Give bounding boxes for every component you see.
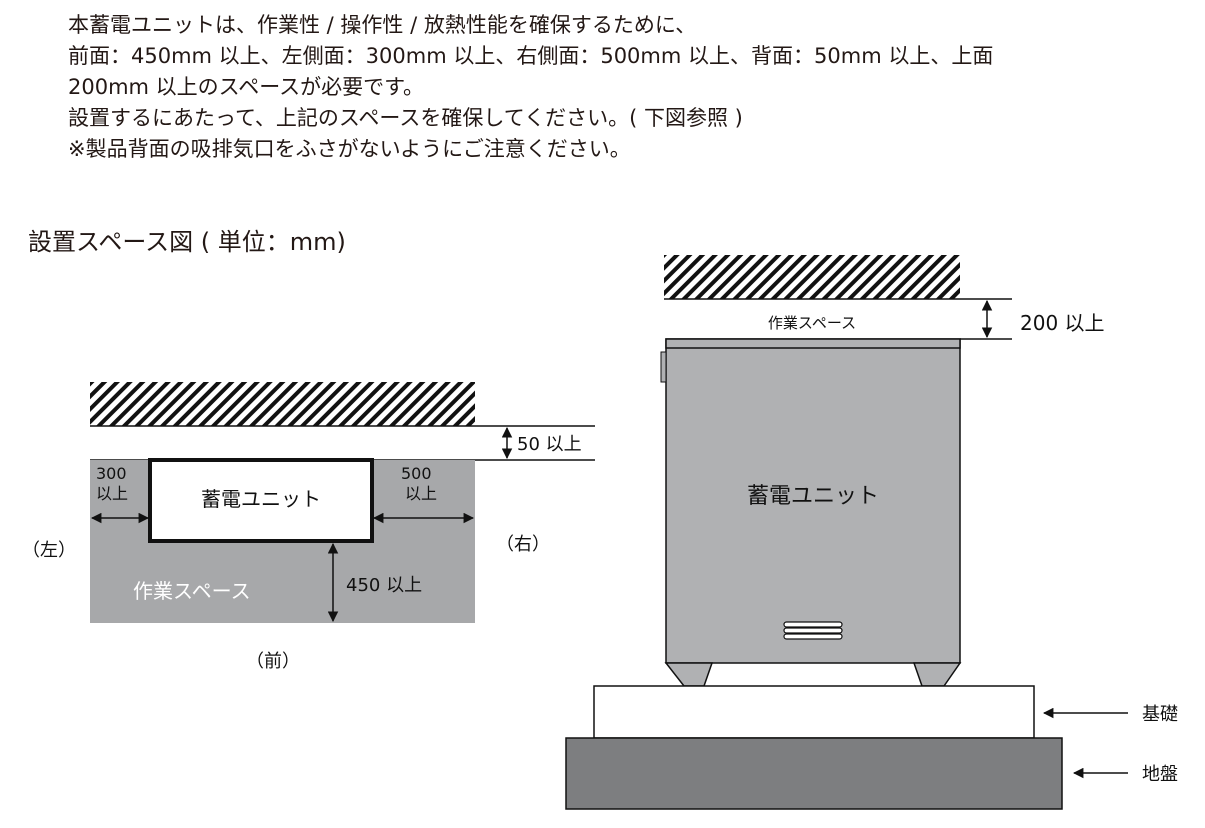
plan-left-dim-value: 300: [96, 464, 127, 483]
side-unit-handle: [660, 351, 667, 383]
plan-wall-hatch: [90, 382, 475, 426]
side-ceiling-hatch: [664, 255, 960, 299]
intro-line: 前面：450mm 以上、左側面：300mm 以上、右側面：500mm 以上、背面…: [68, 44, 994, 68]
diagram-title: 設置スペース図 ( 単位：mm): [28, 228, 346, 256]
foundation-label: 基礎: [1142, 704, 1178, 725]
intro-line: ※製品背面の吸排気口をふさがないようにご注意ください。: [68, 137, 631, 161]
vent-icon: [783, 621, 843, 640]
plan-front-side-label: （前）: [246, 651, 300, 672]
intro-line: 200mm 以上のスペースが必要です。: [68, 75, 425, 99]
side-workspace-label: 作業スペース: [768, 314, 856, 332]
side-unit-right-foot: [912, 662, 962, 687]
plan-left-dim-suffix: 以上: [96, 484, 128, 503]
plan-workspace-label: 作業スペース: [133, 579, 251, 603]
plan-unit-box: [148, 458, 374, 543]
plan-right-dim-suffix: 以上: [405, 484, 437, 503]
ground-block: [565, 737, 1063, 810]
plan-right-side-label: （右）: [496, 534, 550, 555]
side-unit-left-foot: [664, 662, 714, 687]
foundation-block: [593, 685, 1035, 739]
side-unit-label: 蓄電ユニット: [747, 484, 879, 509]
plan-left-side-label: （左）: [22, 540, 76, 561]
intro-line: 設置するにあたって、上記のスペースを確保してください。( 下図参照 ): [68, 106, 743, 130]
plan-back-dim-label: 50 以上: [517, 434, 582, 455]
plan-unit-label: 蓄電ユニット: [201, 487, 321, 511]
plan-right-dim-value: 500: [401, 464, 432, 483]
side-top-dim-label: 200 以上: [1020, 311, 1105, 335]
ground-label: 地盤: [1142, 764, 1178, 785]
side-view: 作業スペース 200 以上 蓄電ユニット 基礎 地盤: [565, 255, 1178, 810]
intro-text: 本蓄電ユニットは、作業性 / 操作性 / 放熱性能を確保するために、 前面：45…: [68, 10, 993, 165]
side-unit-lid: [665, 338, 961, 349]
side-unit-body: [665, 338, 961, 664]
intro-line: 本蓄電ユニットは、作業性 / 操作性 / 放熱性能を確保するために、: [68, 13, 697, 37]
plan-view: 蓄電ユニット 300 以上 500 以上 450 以上 50 以上 作業スペース…: [22, 382, 595, 672]
plan-front-dim-label: 450 以上: [346, 575, 422, 596]
